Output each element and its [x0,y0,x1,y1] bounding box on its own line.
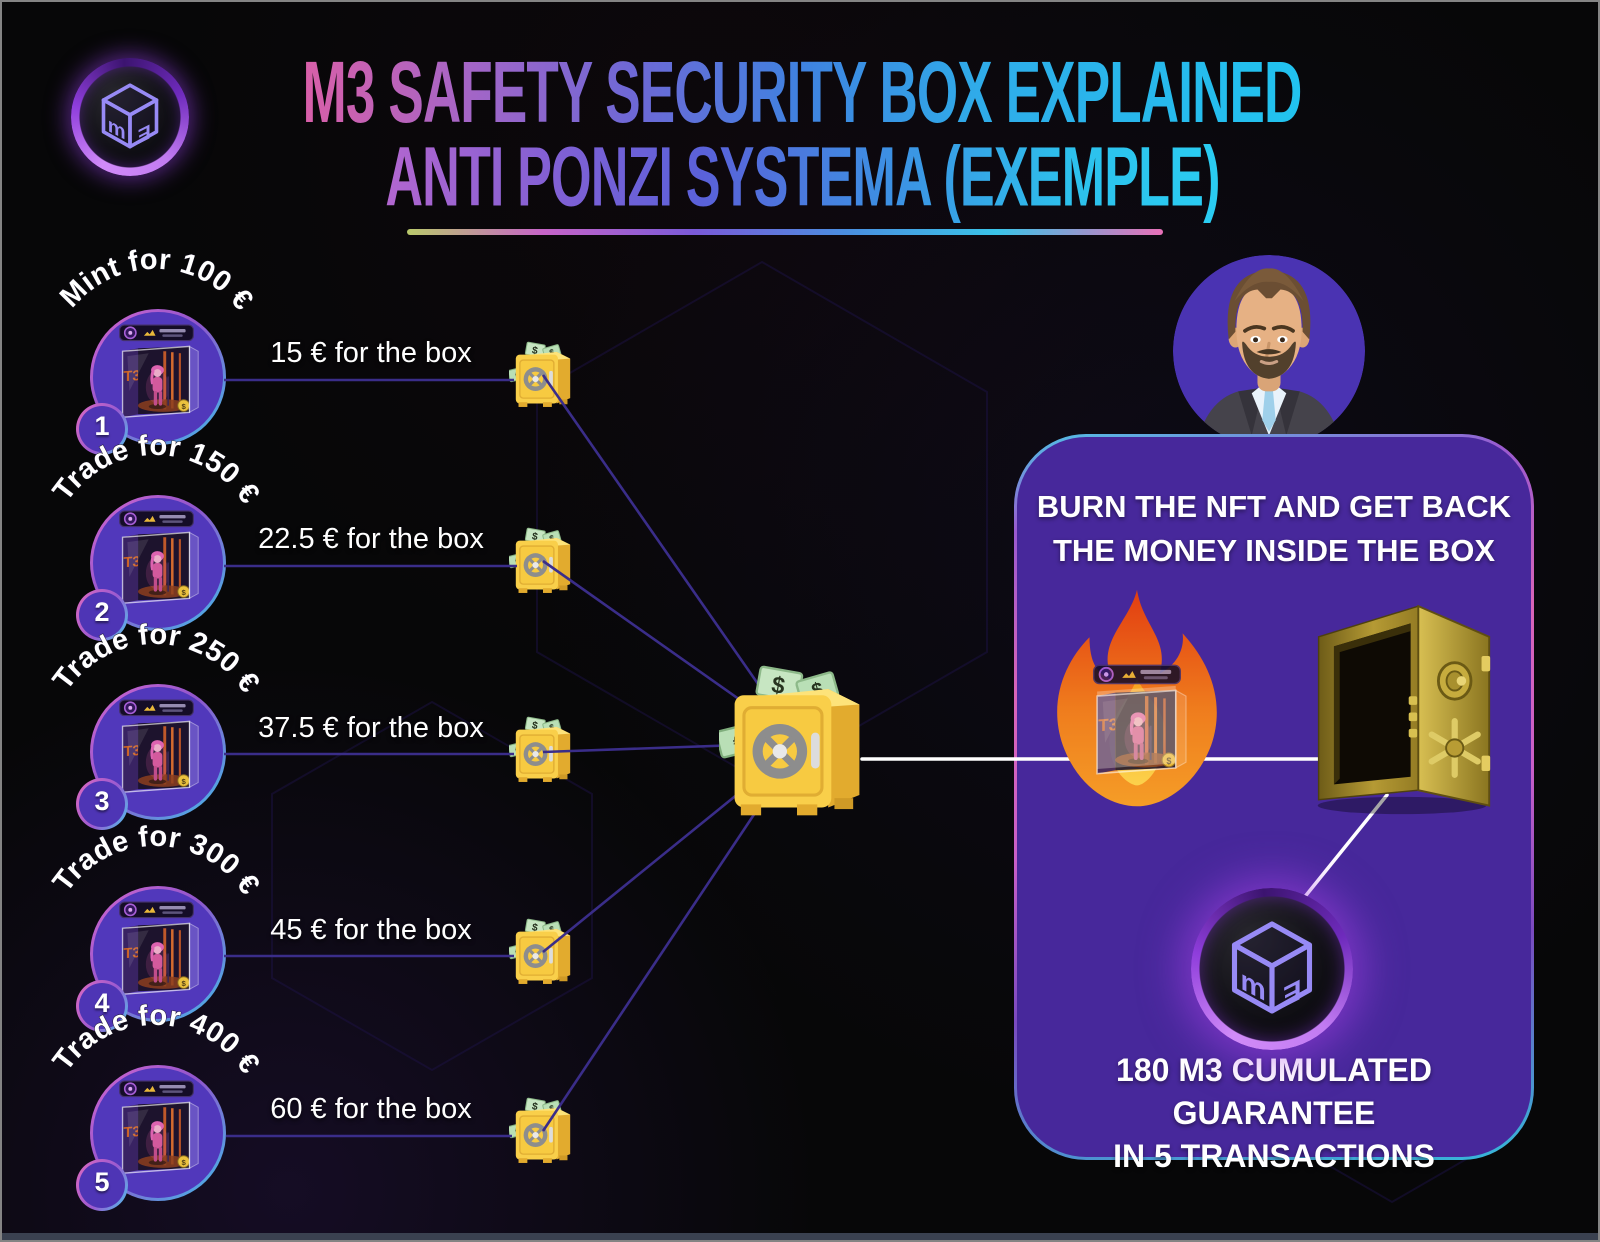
panel-footer-line-1: 180 M3 CUMULATED GUARANTEE [1116,1052,1432,1131]
burn-nft-icon [1042,584,1232,812]
step-label-arc: Trade for 300 € [46,820,265,901]
step-label-arc: Trade for 250 € [46,618,265,699]
step-number-badge: 2 [76,589,128,641]
m3-logo-ring [71,58,189,176]
step-label: Mint for 100 € [54,243,260,317]
step-number-badge: 4 [76,980,128,1032]
panel-title-line-2: THE MONEY INSIDE THE BOX [1052,533,1496,568]
panel-title-line-1: BURN THE NFT AND GET BACK [1036,489,1512,524]
step-label-arc: Mint for 100 € [54,243,260,317]
safe-icon-svg [509,1097,577,1165]
title-underline [407,229,1163,235]
step-row-5: Trade for 400 € 5 60 € for the box [2,958,642,1213]
price-label: 15 € for the box [270,337,472,369]
step-row-2: Trade for 150 € 2 22.5 € for the box [2,388,642,643]
step-label-arc: Trade for 150 € [46,429,265,510]
safe-icon [509,716,577,784]
central-safe-icon [719,664,875,820]
step-number-badge: 1 [76,403,128,455]
price-label: 60 € for the box [270,1093,472,1125]
safe-icon-svg [509,716,577,784]
avatar-svg [1173,255,1365,447]
step-row-1: Mint for 100 € 1 15 € for the box [2,202,642,457]
m3-logo [71,58,189,176]
avatar [1173,255,1365,447]
vault-svg [1297,587,1507,817]
step-number-badge: 5 [76,1159,128,1211]
m3-logo-ring [1191,888,1353,1050]
title-row-1: M3 SAFETY SECURITY BOX EXPLAINED [2,42,1598,141]
bottom-strip [2,1233,1598,1240]
price-label: 22.5 € for the box [258,523,484,555]
page-title: M3 SAFETY SECURITY BOX EXPLAINED [302,43,1302,142]
price-label: 45 € for the box [270,914,472,946]
step-row-4: Trade for 300 € 4 45 € for the box [2,779,642,1034]
panel-footer: 180 M3 CUMULATED GUARANTEE IN 5 TRANSACT… [1017,1049,1531,1178]
step-number-badge: 3 [76,778,128,830]
step-label-arc: Trade for 400 € [46,999,265,1080]
step-row-3: Trade for 250 € 3 37.5 € for the box [2,577,642,832]
svg-text:Mint for 100 €: Mint for 100 € [54,244,259,317]
panel-title: BURN THE NFT AND GET BACK THE MONEY INSI… [1017,485,1531,573]
price-label: 37.5 € for the box [258,712,484,744]
flame-icon [1042,584,1232,812]
gold-vault-icon [1297,587,1507,817]
panel-footer-line-2: IN 5 TRANSACTIONS [1113,1138,1435,1174]
m3-logo-panel [1191,888,1353,1050]
safe-icon [509,1097,577,1165]
page-subtitle: ANTI PONZI SYSTEMA (EXEMPLE) [384,129,1220,225]
central-safe-svg [719,664,875,820]
title-row-2: ANTI PONZI SYSTEMA (EXEMPLE) [2,128,1598,224]
